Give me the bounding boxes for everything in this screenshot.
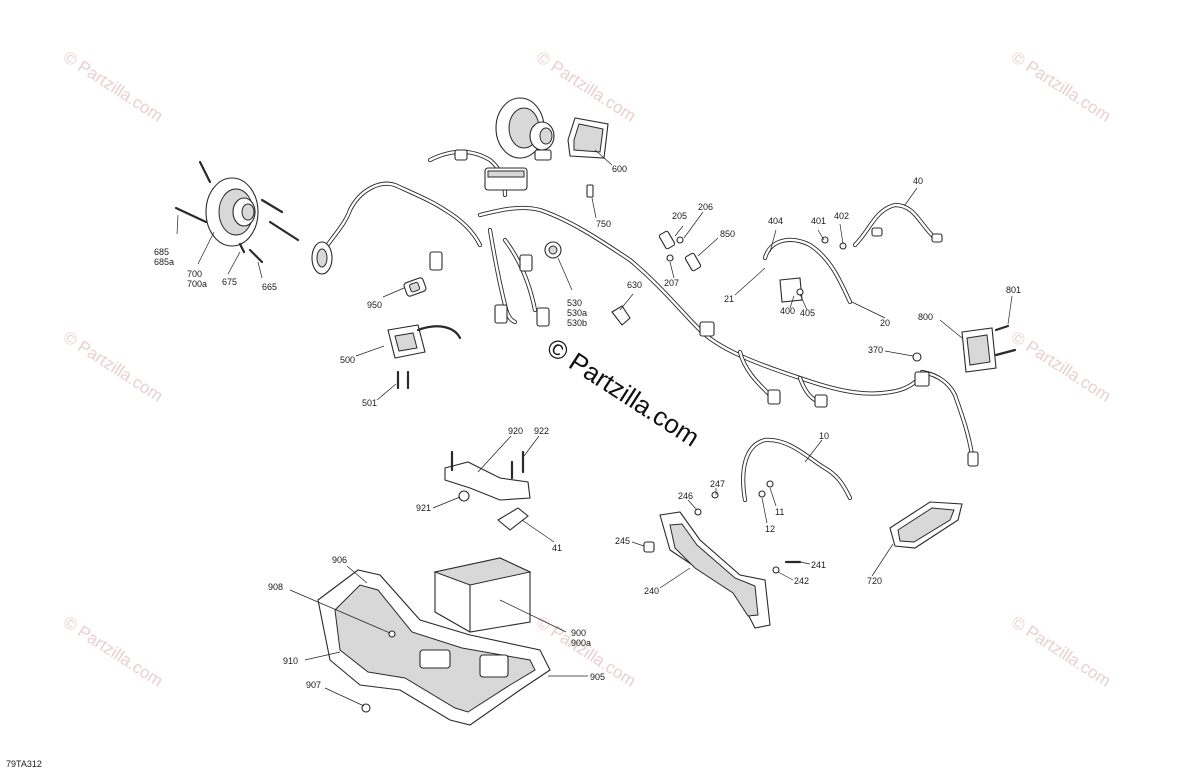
callout: 245 [615,536,630,546]
callout: 207 [664,278,679,288]
callout: 501 [362,398,377,408]
callout: 402 [834,211,849,221]
callout: 242 [794,576,809,586]
callout: 40 [913,176,923,186]
taillight-720 [889,501,963,549]
callout: 247 [710,479,725,489]
callout: 900a [571,638,591,648]
harness-20 [762,236,853,305]
callout: 206 [698,202,713,212]
cable-40 [852,202,943,248]
callout: 370 [868,345,883,355]
callout: 950 [367,300,382,310]
callout: 905 [590,672,605,682]
callout: 920 [508,426,523,436]
watermark: © Partzilla.com [1008,47,1114,125]
callout: 685a [154,257,174,267]
callout: 405 [800,308,815,318]
watermark: © Partzilla.com [60,47,166,125]
callout: 241 [811,560,826,570]
headlight-center [495,97,555,159]
control-module [567,117,609,159]
callout: 12 [765,524,775,534]
callout: 720 [867,576,882,586]
callout: 850 [720,229,735,239]
callout: 401 [811,216,826,226]
battery-tray-905 [317,569,551,726]
watermark: © Partzilla.com [60,612,166,690]
watermark: © Partzilla.com [60,327,166,405]
watermark: © Partzilla.com [533,612,639,690]
bracket-920 [444,450,531,531]
module-800 [961,324,1017,373]
bracket-205 [658,230,702,272]
headlight-left [174,160,300,264]
callout: 685 [154,247,169,257]
nut-370 [912,352,922,362]
callout: 675 [222,277,237,287]
callout-labels: 685 685a 700 700a 675 665 950 500 501 53… [154,164,1021,690]
callout: 530 [567,298,582,308]
sensor-530 [544,241,562,259]
callout: 530b [567,318,587,328]
diagram-reference-code: 79TA312 [6,759,42,769]
watermark: © Partzilla.com [1008,327,1114,405]
callout: 630 [627,280,642,290]
callout: 800 [918,312,933,322]
watermark: © Partzilla.com [533,47,639,125]
callout: 246 [678,491,693,501]
switch-950 [403,277,427,297]
callout: 205 [672,211,687,221]
callout: 41 [552,543,562,553]
callout: 21 [724,294,734,304]
callout: 10 [819,431,829,441]
watermark: © Partzilla.com [1008,612,1114,690]
callout: 240 [644,586,659,596]
leader-lines [176,149,1013,707]
callout: 700 [187,269,202,279]
callout: 404 [768,216,783,226]
callout: 910 [283,656,298,666]
bolt-750 [586,184,594,198]
callout: 700a [187,279,207,289]
callout: 11 [775,507,784,517]
callout: 20 [880,318,890,328]
callout: 907 [306,680,321,690]
clip-630 [611,305,631,326]
watermark-center: © Partzilla.com [542,332,705,453]
callout: 500 [340,355,355,365]
main-harness [311,149,979,467]
callout: 750 [596,219,611,229]
callout: 900 [571,628,586,638]
callout: 908 [268,582,283,592]
callout: 600 [612,164,627,174]
bracket-240 [643,511,802,629]
callout: 906 [332,555,347,565]
callout: 921 [416,503,431,513]
callout: 922 [534,426,549,436]
callout: 801 [1006,285,1021,295]
callout: 530a [567,308,587,318]
cable-10 [694,437,853,516]
battery-900 [433,557,532,633]
callout: 665 [262,282,277,292]
callout: 400 [780,306,795,316]
switch-500 [387,324,462,390]
